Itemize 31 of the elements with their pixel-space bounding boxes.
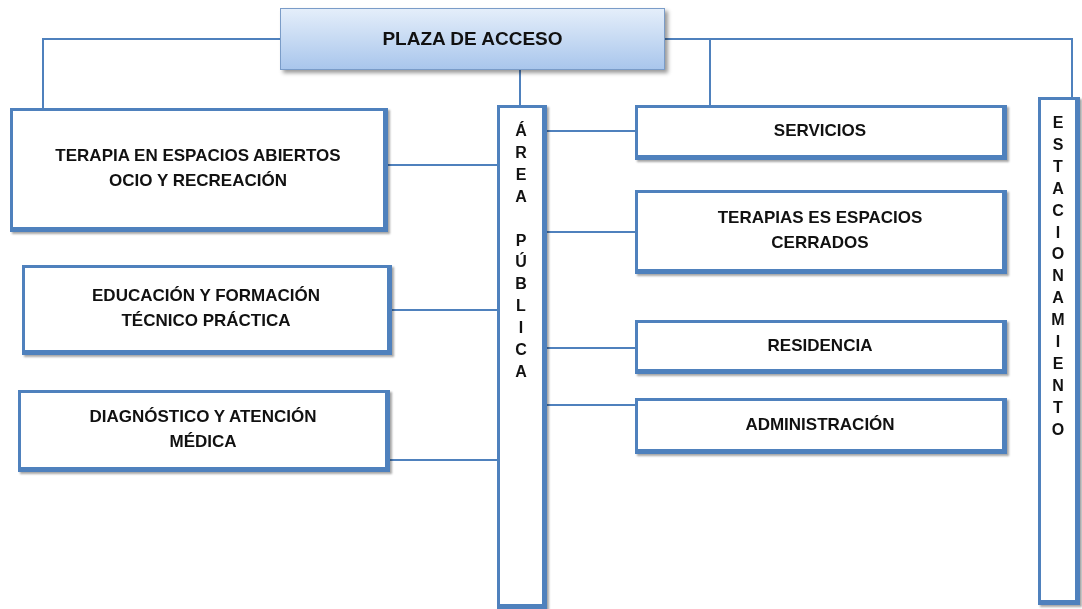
box-label: SERVICIOS	[773, 120, 867, 143]
box-label: DIAGNÓSTICO Y ATENCIÓN MÉDICA	[88, 406, 318, 453]
box-label: RESIDENCIA	[767, 334, 873, 357]
connector-line	[664, 38, 711, 106]
vertical-band	[497, 105, 547, 609]
box-label: ADMINISTRACIÓN	[745, 413, 895, 436]
box-label: TERAPIAS ES ESPACIOS CERRADOS	[716, 207, 924, 254]
connector-line	[42, 38, 281, 109]
box-label: ESTACIONAMIENTO	[1050, 113, 1066, 440]
area-box	[635, 190, 1007, 274]
connector-line	[391, 309, 498, 311]
area-box	[22, 265, 392, 355]
box-label: EDUCACIÓN Y FORMACIÓN TÉCNICO PRÁCTICA	[91, 285, 321, 332]
box-label: ÁREA PÚBLICA	[514, 120, 528, 382]
connector-line	[546, 231, 636, 233]
connector-line	[546, 404, 636, 406]
area-box	[635, 105, 1007, 160]
area-box	[18, 390, 390, 472]
connector-line	[546, 347, 636, 349]
box-label: PLAZA DE ACCESO	[382, 27, 563, 52]
box-label: OCIO Y RECREACIÓN	[109, 170, 287, 192]
connector-line	[387, 164, 498, 166]
connector-line	[389, 459, 498, 461]
vertical-band	[1038, 97, 1080, 605]
connector-line	[546, 130, 636, 132]
area-box	[10, 108, 388, 232]
area-box	[635, 398, 1007, 454]
area-box	[635, 320, 1007, 374]
box-label: TERAPIA EN ESPACIOS ABIERTOS	[55, 145, 341, 168]
header-box	[280, 8, 665, 70]
connector-line	[519, 69, 521, 106]
